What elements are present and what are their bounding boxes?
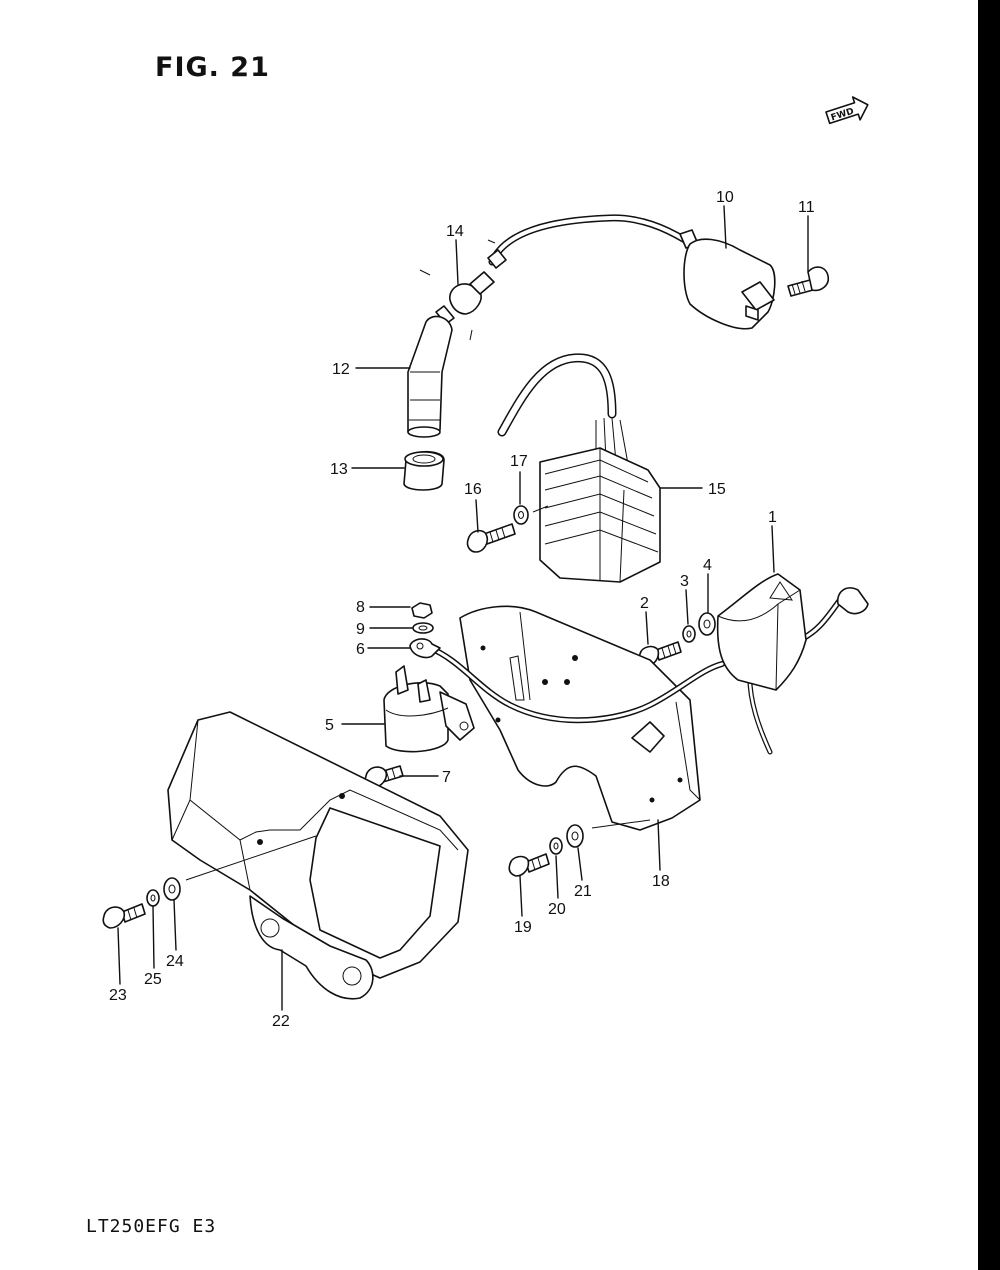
part-label-10: 10 — [716, 189, 734, 206]
part-label-17: 17 — [510, 453, 528, 470]
model-code: LT250EFG E3 — [86, 1216, 217, 1237]
part-label-24: 24 — [166, 953, 184, 970]
scan-edge-bar — [978, 0, 1000, 1270]
part-label-4: 4 — [703, 557, 712, 574]
regulator-washer[interactable] — [513, 505, 529, 525]
bracket-bolt[interactable] — [508, 853, 550, 877]
bracket-washer[interactable] — [566, 824, 584, 848]
coil-screw[interactable] — [787, 266, 830, 297]
part-label-19: 19 — [514, 919, 532, 936]
cover-washer[interactable] — [163, 877, 181, 901]
part-label-12: 12 — [332, 361, 350, 378]
cover-lock-washer[interactable] — [146, 889, 160, 907]
starter-relay[interactable] — [383, 665, 475, 753]
regulator-rectifier[interactable] — [497, 353, 661, 583]
wire-terminal[interactable] — [409, 638, 441, 659]
part-label-23: 23 — [109, 987, 127, 1004]
cdi-unit[interactable] — [716, 573, 869, 755]
alignment-lines — [185, 239, 651, 881]
part-label-5: 5 — [325, 717, 334, 734]
leader-lines — [117, 205, 809, 1011]
lead-joint[interactable] — [435, 271, 495, 325]
part-label-14: 14 — [446, 223, 464, 240]
spark-plug-cap[interactable] — [407, 315, 453, 438]
wire-harness — [427, 645, 725, 724]
figure-title: FIG. 21 — [155, 52, 270, 83]
battery-box-cover[interactable] — [167, 711, 469, 1000]
part-label-6: 6 — [356, 641, 365, 658]
cover-bolt[interactable] — [102, 903, 146, 929]
part-label-7: 7 — [442, 769, 451, 786]
part-label-15: 15 — [708, 481, 726, 498]
ignition-coil[interactable] — [487, 214, 776, 330]
cdi-lock-washer[interactable] — [682, 625, 696, 643]
cdi-bolt[interactable] — [638, 641, 682, 667]
part-label-9: 9 — [356, 621, 365, 638]
part-label-13: 13 — [330, 461, 348, 478]
part-label-25: 25 — [144, 971, 162, 988]
part-label-2: 2 — [640, 595, 649, 612]
part-label-11: 11 — [798, 199, 815, 216]
part-label-3: 3 — [680, 573, 689, 590]
part-labels: 1 2 3 4 5 6 7 8 9 10 11 12 13 14 15 16 1… — [109, 189, 815, 1030]
terminal-nut[interactable] — [411, 602, 433, 619]
plug-cap-cover[interactable] — [403, 450, 445, 491]
bracket-lock-washer[interactable] — [549, 837, 563, 855]
part-label-1: 1 — [768, 509, 777, 526]
part-label-20: 20 — [548, 901, 566, 918]
fwd-arrow-icon: FWD — [825, 96, 869, 125]
part-label-8: 8 — [356, 599, 365, 616]
cdi-washer[interactable] — [698, 612, 716, 636]
regulator-screw[interactable] — [466, 523, 516, 553]
part-label-21: 21 — [574, 883, 592, 900]
part-label-16: 16 — [464, 481, 482, 498]
terminal-washer[interactable] — [412, 622, 434, 634]
part-label-22: 22 — [272, 1013, 290, 1030]
part-label-18: 18 — [652, 873, 670, 890]
